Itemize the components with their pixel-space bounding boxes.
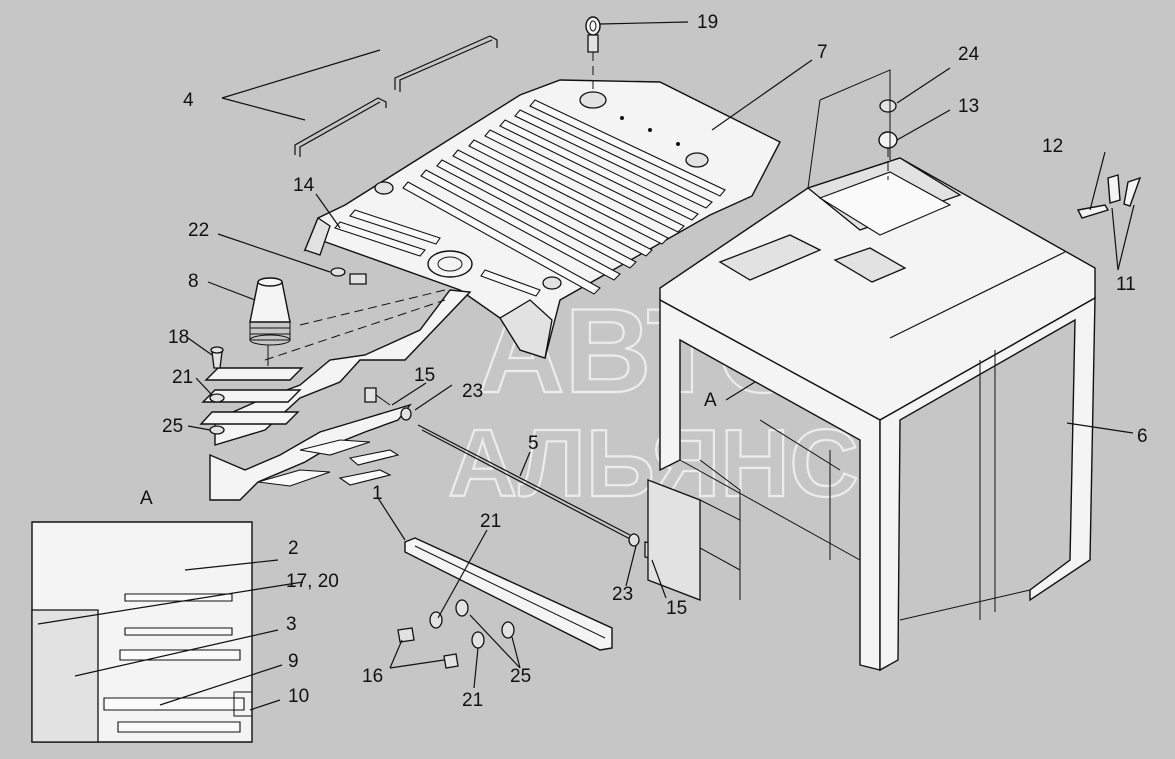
callout-23-lower: 23 (612, 584, 633, 605)
view-a-panel (31, 521, 253, 743)
callout-21-mid: 21 (480, 511, 501, 532)
callout-7: 7 (817, 42, 828, 63)
callout-15-upper: 15 (414, 365, 435, 386)
callout-17-20: 17, 20 (286, 571, 339, 592)
callout-12: 12 (1042, 136, 1063, 157)
cab-frame (647, 69, 1096, 672)
callout-21-left: 21 (172, 367, 193, 388)
callout-11: 11 (1116, 274, 1136, 295)
roof-ribs (334, 99, 726, 297)
washer-24 (879, 99, 897, 113)
leader-lines (37, 21, 1135, 711)
callouts: 4 19 7 24 13 12 11 6 14 22 8 18 21 25 15… (140, 12, 1148, 711)
gasket-plates (199, 367, 304, 425)
bushing-13 (878, 131, 898, 149)
callout-24: 24 (958, 44, 980, 65)
callout-16: 16 (362, 666, 383, 687)
callout-25-lower: 25 (510, 666, 531, 687)
roof-panel (303, 79, 781, 359)
left-fasteners (209, 346, 225, 435)
view-a-arrow-label: A (704, 390, 717, 411)
clips (1076, 174, 1142, 219)
callout-19: 19 (697, 12, 718, 33)
handrails (294, 35, 498, 157)
callout-2: 2 (288, 538, 299, 559)
callout-1: 1 (372, 483, 383, 504)
eye-bolt (585, 16, 601, 92)
callout-6: 6 (1137, 426, 1148, 447)
callout-3: 3 (286, 614, 297, 635)
callout-4: 4 (183, 90, 194, 111)
callout-18: 18 (168, 327, 189, 348)
rear-wall-panel (209, 289, 472, 501)
bolts-lower (397, 599, 515, 669)
callout-25-left: 25 (162, 416, 183, 437)
callout-10: 10 (288, 686, 309, 707)
callout-23-upper: 23 (462, 381, 483, 402)
callout-22: 22 (188, 220, 209, 241)
callout-21-lower: 21 (462, 690, 483, 711)
bolt-22 (330, 267, 367, 285)
callout-15-lower: 15 (666, 598, 687, 619)
view-a-title: A (140, 488, 153, 509)
callout-13: 13 (958, 96, 979, 117)
callout-9: 9 (288, 651, 299, 672)
callout-5: 5 (528, 433, 539, 454)
callout-14: 14 (293, 175, 315, 196)
grommet-part (249, 277, 291, 366)
callout-8: 8 (188, 271, 199, 292)
bolt-15-left (364, 387, 412, 421)
mount-bar (404, 537, 613, 651)
